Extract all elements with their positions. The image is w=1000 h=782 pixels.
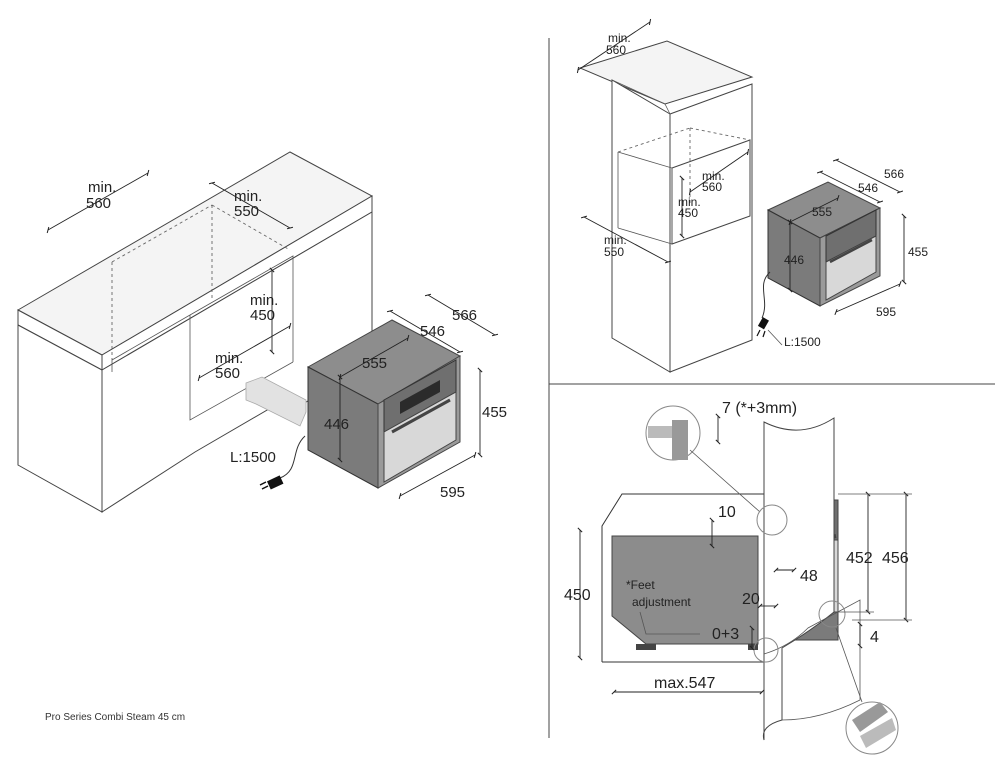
left-niche-height-min: min. [250, 292, 278, 309]
left-cabinet [16, 151, 374, 513]
left-niche-depth-min: min. [88, 179, 116, 196]
height-452: 452 [846, 550, 873, 567]
product-caption: Pro Series Combi Steam 45 cm [45, 712, 186, 723]
dim-48: 48 [800, 568, 818, 585]
tr-oven-front-width: 595 [876, 305, 896, 319]
section-niche-height: 450 [564, 587, 591, 604]
detail-marker-bottom [818, 600, 846, 628]
left-niche-width-value: 550 [234, 203, 259, 220]
tr-cable-leader [767, 329, 783, 346]
left-dimension-lines [46, 169, 499, 500]
left-cable-length: L:1500 [230, 449, 276, 466]
left-oven-depth: 555 [362, 355, 387, 372]
tr-niche-depth-value: 560 [606, 43, 626, 57]
top-right-plug-icon [756, 317, 769, 338]
feet-note-line1: *Feet [626, 578, 655, 592]
top-right-oven [766, 181, 882, 307]
left-niche-depth-value: 560 [86, 195, 111, 212]
left-niche-inner-depth-min: min. [215, 350, 243, 367]
tr-niche-height-value: 450 [678, 206, 698, 220]
detail-marker-top [756, 504, 788, 536]
left-niche-height-value: 450 [250, 307, 275, 324]
plug-icon [259, 475, 284, 490]
top-right-power-cord [761, 271, 771, 319]
feet-note-line2: adjustment [632, 595, 691, 609]
left-niche-inner-depth-value: 560 [215, 365, 240, 382]
gap-note: 7 (*+3mm) [722, 400, 797, 417]
feet-range: 0+3 [712, 626, 739, 643]
top-gap: 10 [718, 504, 736, 521]
tr-niche-height-min: min. [678, 195, 701, 209]
tr-niche-inner-depth-value: 560 [702, 180, 722, 194]
left-oven-height-front: 446 [324, 416, 349, 433]
left-oven-height: 455 [482, 404, 507, 421]
tr-niche-depth-min: min. [608, 31, 631, 45]
tr-oven-height: 455 [908, 245, 928, 259]
top-right-dimension-lines [576, 18, 750, 264]
detail-zoom-top [645, 405, 761, 513]
tr-oven-body-width: 546 [858, 181, 878, 195]
left-niche-width-min: min. [234, 188, 262, 205]
tr-niche-inner-depth-min: min. [702, 169, 725, 183]
height-456: 456 [882, 550, 909, 567]
top-right-oven-dimension-lines [787, 158, 907, 316]
tall-cabinet [578, 40, 754, 373]
tr-oven-depth: 555 [812, 205, 832, 219]
bottom-4: 4 [870, 629, 879, 646]
detail-zoom-bottom [835, 627, 899, 755]
max-depth: max.547 [654, 675, 715, 692]
section-dimension-lines [577, 413, 912, 695]
left-oven-width: 566 [452, 307, 477, 324]
left-oven-front-width: 595 [440, 484, 465, 501]
section-view [601, 417, 861, 741]
tr-niche-width-value: 550 [604, 245, 624, 259]
tr-niche-width-min: min. [604, 233, 627, 247]
left-oven-body-width: 546 [420, 323, 445, 340]
power-cord [279, 435, 306, 479]
tr-cable-length: L:1500 [784, 335, 821, 349]
tr-oven-height-front: 446 [784, 253, 804, 267]
dim-20: 20 [742, 591, 760, 608]
tr-oven-width: 566 [884, 167, 904, 181]
